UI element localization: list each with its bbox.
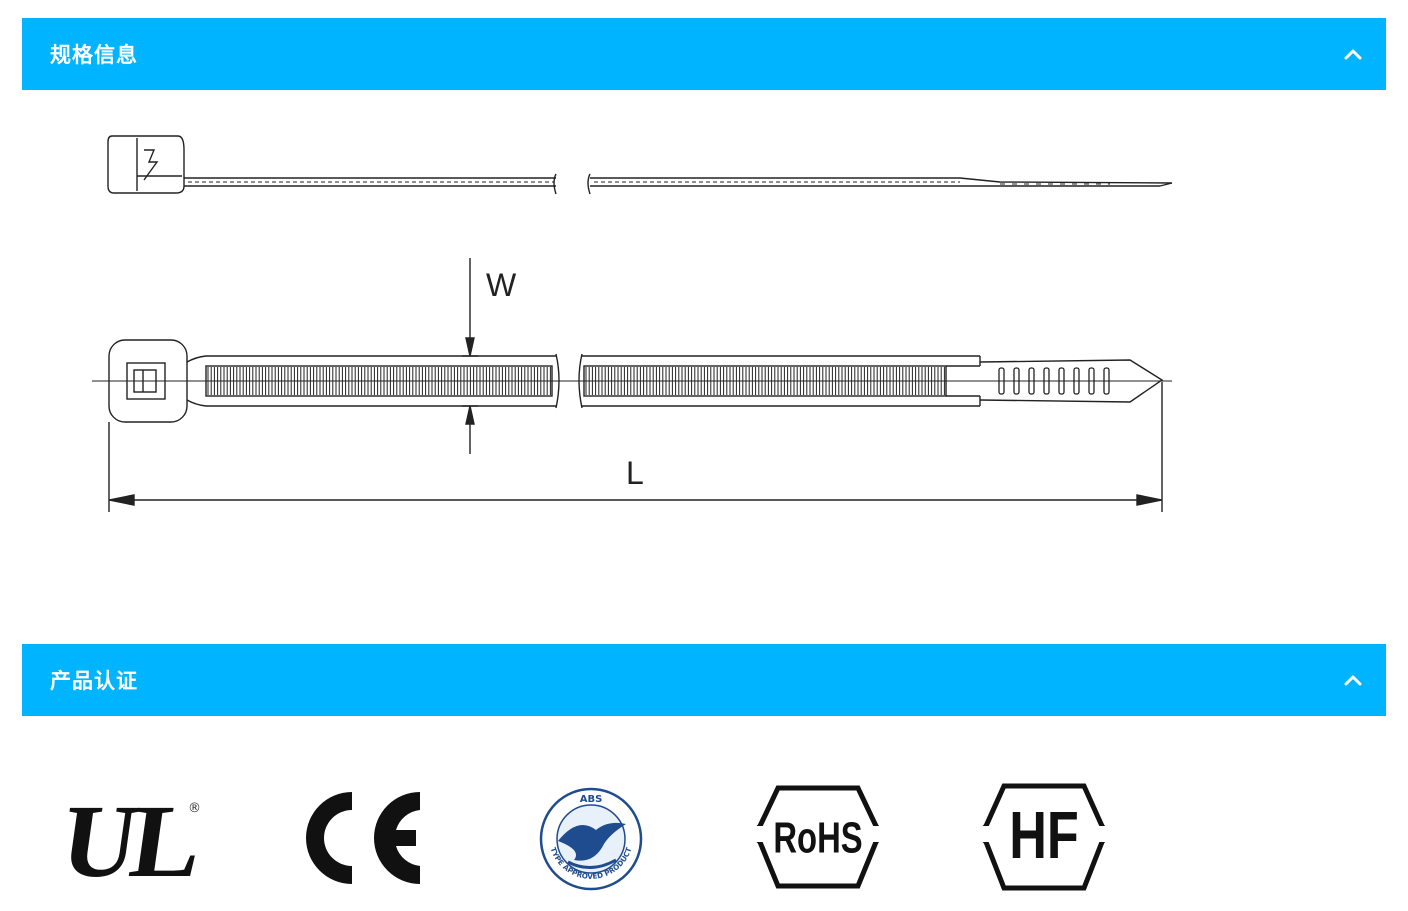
cert-section-header[interactable]: 产品认证 — [22, 644, 1386, 716]
svg-text:RoHS: RoHS — [773, 814, 862, 863]
chevron-up-icon[interactable] — [1342, 669, 1364, 691]
hf-logo: HF — [974, 780, 1114, 900]
svg-text:HF: HF — [1009, 798, 1079, 873]
cert-section-title: 产品认证 — [50, 669, 138, 693]
spec-section-title: 规格信息 — [50, 43, 138, 67]
rohs-logo: RoHS — [748, 782, 888, 898]
abs-logo: ABS TYPE APPROVED PRODUCT — [538, 786, 644, 896]
cable-tie-drawing: W L — [92, 135, 1173, 512]
width-dimension-label: W — [486, 267, 517, 303]
ul-logo: UL ® — [55, 783, 208, 898]
spec-section-header[interactable]: 规格信息 — [22, 18, 1386, 90]
svg-text:®: ® — [188, 801, 201, 816]
ce-logo — [300, 786, 428, 894]
length-dimension-label: L — [626, 455, 644, 491]
svg-text:ABS: ABS — [580, 794, 603, 805]
svg-text:UL: UL — [66, 790, 206, 886]
chevron-up-icon[interactable] — [1342, 43, 1364, 65]
